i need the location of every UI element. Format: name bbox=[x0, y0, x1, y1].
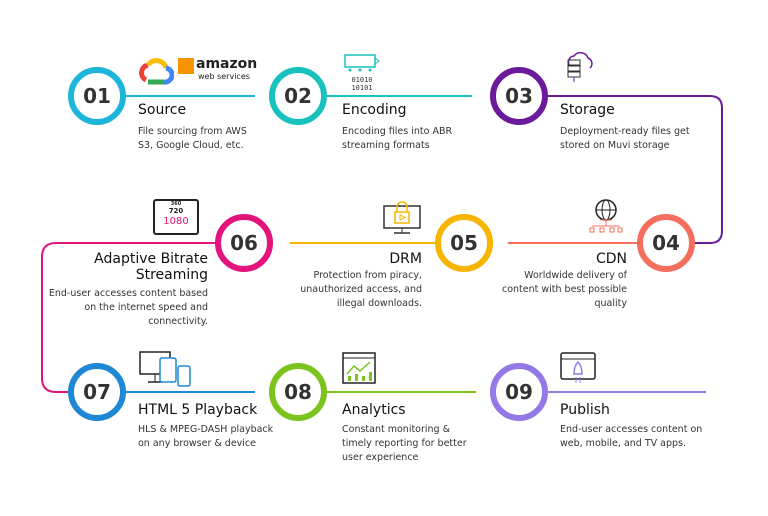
step-02-circle: 02 bbox=[269, 67, 327, 125]
step-01-circle: 01 bbox=[68, 67, 126, 125]
analytics-icon bbox=[342, 352, 376, 384]
globe-network-icon bbox=[589, 199, 623, 233]
step-09-title: Publish bbox=[560, 402, 610, 418]
step-06-desc: End-user accesses content based on the i… bbox=[48, 288, 208, 327]
step-01-desc: File sourcing from AWS S3, Google Cloud,… bbox=[138, 126, 247, 151]
encoding-icon: 01010 10101 bbox=[344, 54, 380, 92]
step-02-desc: Encoding files into ABR streaming format… bbox=[342, 126, 453, 151]
line-06 bbox=[41, 242, 220, 393]
step-04-desc: Worldwide delivery of content with best … bbox=[501, 270, 627, 309]
devices-icon bbox=[139, 351, 191, 387]
step-03-circle: 03 bbox=[490, 67, 548, 125]
step-07-desc: HLS & MPEG-DASH playback on any browser … bbox=[138, 424, 274, 449]
step-08-circle: 08 bbox=[269, 363, 327, 421]
rocket-browser-icon bbox=[560, 352, 596, 383]
step-06-title: Adaptive Bitrate Streaming bbox=[94, 251, 208, 283]
step-09-desc: End-user accesses content on web, mobile… bbox=[560, 424, 703, 449]
aws-logo: amazon web services bbox=[178, 54, 257, 84]
step-04-circle: 04 bbox=[637, 214, 695, 272]
step-08-desc: Constant monitoring & timely reporting f… bbox=[342, 424, 467, 463]
step-01-title: Source bbox=[138, 102, 187, 118]
step-08-title: Analytics bbox=[342, 402, 406, 418]
line-03 bbox=[541, 95, 723, 244]
step-02-title: Encoding bbox=[342, 102, 407, 118]
step-07-circle: 07 bbox=[68, 363, 126, 421]
step-06-circle: 06 bbox=[215, 214, 273, 272]
step-03-desc: Deployment-ready files get stored on Muv… bbox=[560, 126, 690, 151]
step-03-title: Storage bbox=[560, 102, 615, 118]
resolution-icon: 360 720 1080 bbox=[153, 199, 199, 235]
step-09-circle: 09 bbox=[490, 363, 548, 421]
step-05-title: DRM bbox=[389, 251, 422, 267]
google-cloud-icon bbox=[139, 58, 174, 85]
step-05-circle: 05 bbox=[435, 214, 493, 272]
step-07-title: HTML 5 Playback bbox=[138, 402, 258, 418]
monitor-lock-icon bbox=[383, 201, 421, 234]
step-04-title: CDN bbox=[595, 251, 627, 267]
cloud-server-icon bbox=[567, 52, 593, 82]
step-05-desc: Protection from piracy, unauthorized acc… bbox=[300, 270, 422, 309]
